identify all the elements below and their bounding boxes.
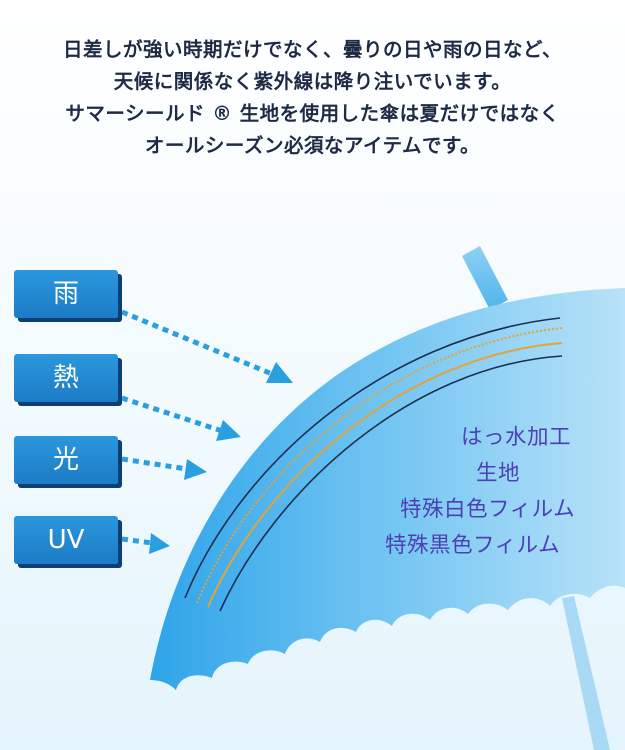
hazard-tag-rain: 雨 — [14, 270, 118, 318]
arrow-light-icon — [121, 456, 207, 480]
hazard-tag-light: 光 — [14, 436, 118, 484]
arrow-uv-icon — [121, 533, 170, 554]
intro-line-1: 日差しが強い時期だけでなく、曇りの日や雨の日など、 — [62, 38, 563, 61]
arrow-heat-icon — [121, 395, 241, 441]
hazard-tag-uv: UV — [14, 516, 118, 564]
umbrella-canopy-icon — [150, 288, 625, 690]
stripe-white-film-line — [207, 342, 563, 608]
layer-label-fabric: 生地 — [476, 461, 521, 486]
layer-label-white-film: 特殊白色フィルム — [400, 497, 576, 522]
stripe-fabric-line — [196, 327, 563, 604]
intro-text: 日差しが強い時期だけでなく、曇りの日や雨の日など、 天候に関係なく紫外線は降り注… — [0, 34, 625, 162]
stripe-coating-line — [184, 317, 561, 599]
intro-line-4: オールシーズン必須なアイテムです。 — [144, 134, 481, 157]
umbrella-shaft-icon — [562, 596, 610, 750]
umbrella-tip-icon — [462, 246, 508, 310]
intro-line-2: 天候に関係なく紫外線は降り注いでいます。 — [113, 70, 512, 93]
hazard-tag-heat: 熱 — [14, 354, 118, 402]
arrow-rain-icon — [121, 309, 293, 383]
intro-line-3: サマーシールド ® 生地を使用した傘は夏だけではなく — [65, 102, 560, 125]
stripe-black-film-line — [219, 355, 563, 612]
layer-label-water-repellent: はっ水加工 — [461, 425, 572, 450]
layer-label-black-film: 特殊黒色フィルム — [385, 533, 561, 558]
